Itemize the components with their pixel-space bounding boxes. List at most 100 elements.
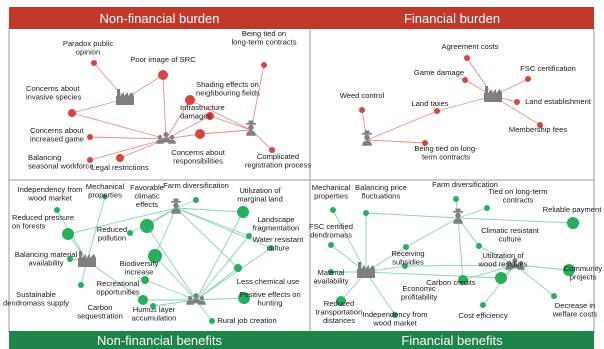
factory-roof [488,89,502,93]
label-line: dendromass [310,231,352,240]
label-line: Humus layer [133,305,176,314]
node-recreational [141,276,149,284]
label-line: increase [125,268,154,277]
label-line: Reduced [97,225,127,234]
label-line: Tied on long-term [488,187,547,196]
edge-line [365,271,502,279]
node-sustainable [78,282,84,288]
forester-hat-top [173,198,179,202]
label-line: Independency from [362,310,427,319]
label-line: opportunities [96,288,140,297]
factory-chimney [117,89,120,97]
label-line: invasive species [26,93,81,102]
label-line: projects [570,273,597,282]
node-climatic [140,219,154,233]
person-body [161,137,171,143]
label-line: Balancing [28,153,61,162]
label-land-est: Land establishment [525,97,592,106]
header-financial-benefits: Financial benefits [310,331,594,349]
person-head [455,212,461,219]
edge-line [175,207,272,249]
label-line: Complicated [257,152,299,161]
node-farm-div [193,197,199,203]
forester-icon [362,130,372,146]
node-transport [336,296,346,306]
label-poor-image: Poor image of SRC [130,55,196,64]
label-line: Receiving [391,249,424,258]
edge-line [129,207,177,234]
node-tied-contracts [261,62,267,68]
node-tied [484,205,490,211]
header-financial-burden: Financial burden [310,7,594,29]
label-farm-div: Farm diversification [163,181,229,190]
label-line: Less chemical use [237,277,299,286]
label-line: Membership fees [509,125,567,134]
node-econ [402,263,408,269]
edge-line [86,260,144,301]
label-line: climatic [134,192,160,201]
edge-line [199,129,252,135]
label-payment: Reliable payment [543,205,603,214]
factory-roof [120,92,134,96]
label-fsc: FSC certification [520,64,576,73]
label-line: on forests [12,222,46,231]
forester-hat-brim [246,123,256,125]
label-line: properties [314,192,348,201]
node-independency [392,312,398,318]
edge-line [332,209,367,273]
label-line: Favorable [130,183,164,192]
label-line: profitability [401,293,437,302]
forester-hat-brim [171,201,181,203]
label-membership: Membership fees [509,125,567,134]
group-icon [505,258,525,270]
label-line: registration process [245,161,311,170]
forester-hat-brim [453,211,463,213]
person-body [171,208,181,214]
node-game-damage [462,77,468,83]
label-line: Biodiversity [120,259,159,268]
node-registration [269,147,275,153]
node-land-est [514,99,520,105]
factory-body [357,269,375,278]
label-line: Community [564,264,603,273]
label-line: wood market [27,194,72,203]
node-water [268,245,274,251]
label-agreement: Agreement costs [442,42,499,51]
label-line: Recreational [97,279,140,288]
label-line: Utilization of [482,251,524,260]
node-pressure [62,228,74,240]
label-line: fluctuations [362,192,401,201]
label-line: dendromass supply [3,299,69,308]
label-line: Balancing price [355,183,407,192]
node-material [328,269,334,275]
edge-line [175,199,197,209]
edge-line [175,207,239,269]
factory-body [484,93,502,102]
label-line: Land establishment [525,97,592,106]
person-head [157,134,163,140]
edge-line [67,207,177,235]
edge-line [189,99,252,131]
label-line: Reduced pressure [12,213,74,222]
node-community [563,264,575,276]
label-line: sequestration [77,312,123,321]
label-line: long-term contracts [232,38,297,47]
person-body [453,218,463,224]
label-line: welfare costs [552,310,598,319]
label-line: Balancing material [15,250,78,259]
label-line: Infrastructure [180,103,225,112]
node-fsc [525,76,531,82]
node-weed [359,107,365,113]
label-line: Utilization of [239,186,281,195]
label-line: neighbouring fields [196,89,260,98]
label-line: damages [180,112,211,121]
